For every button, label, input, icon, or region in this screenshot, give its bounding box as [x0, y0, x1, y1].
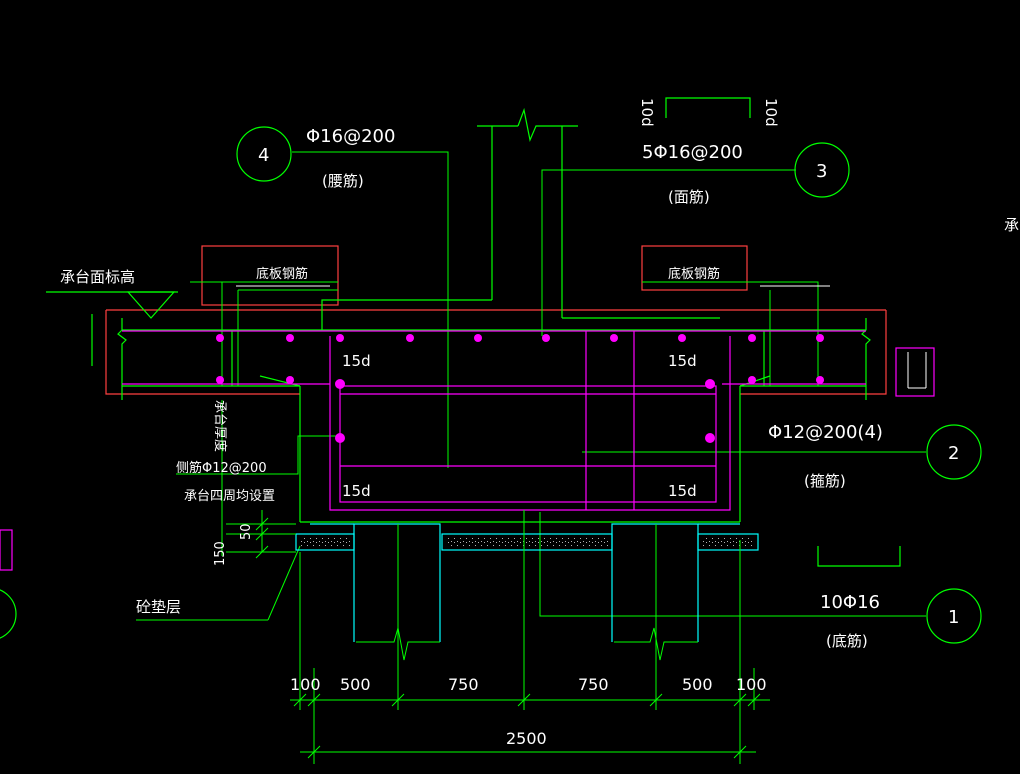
hook-10d-right: 10d: [762, 98, 780, 127]
callout-3-circle: [794, 142, 850, 198]
rebar-dot: [705, 379, 715, 389]
rebar-dot: [216, 334, 224, 342]
rebar-dot: [678, 334, 686, 342]
rebar-dot: [336, 334, 344, 342]
rebar-dot: [816, 334, 824, 342]
callout-4-number: 4: [258, 145, 269, 166]
rebar-dot: [335, 379, 345, 389]
callout-2-circle: [926, 424, 982, 480]
edge-partial-label: 承: [1004, 216, 1019, 234]
rebar-dot: [216, 376, 224, 384]
rebar-dot: [406, 334, 414, 342]
callout-4-desc: (腰筋): [322, 172, 364, 190]
rebar-dot: [748, 334, 756, 342]
callout-1-circle: [926, 588, 982, 644]
callout-2: 2 Φ12@200(4) (箍筋): [768, 422, 982, 490]
drawing-labels: 底板钢筋 底板钢筋 承台面标高 承台厚度 侧筋Φ12@200 承台四周均设置 砼…: [60, 98, 1019, 616]
dim-500-right: 500: [682, 675, 713, 694]
rebar-dot: [816, 376, 824, 384]
callout-1: 1 10Φ16 (底筋): [820, 588, 982, 650]
callout-1-desc: (底筋): [826, 632, 868, 650]
callout-3-desc: (面筋): [668, 188, 710, 206]
callout-4-spec: Φ16@200: [306, 126, 395, 147]
dim-100-left: 100: [290, 675, 321, 694]
dimension-lines: [221, 400, 770, 764]
dim-750-right: 750: [578, 675, 609, 694]
rebar-dot: [705, 433, 715, 443]
slab-rebar-label-right: 底板钢筋: [668, 266, 720, 282]
rebar-dot: [542, 334, 550, 342]
anchor-15d-top-left: 15d: [342, 352, 371, 370]
callout-2-number: 2: [948, 443, 959, 464]
callout-1-spec: 10Φ16: [820, 592, 880, 613]
dim-offset: 50: [239, 523, 254, 540]
cap-outline-red: [105, 245, 887, 395]
anchor-15d-top-right: 15d: [668, 352, 697, 370]
callout-2-spec: Φ12@200(4): [768, 422, 883, 443]
callout-3: 3 5Φ16@200 (面筋): [642, 142, 850, 206]
pile-break-marks: [356, 524, 698, 710]
anchor-15d-bottom-left: 15d: [342, 482, 371, 500]
cap-top-elevation-label: 承台面标高: [60, 268, 135, 286]
hook-marks-white: [236, 285, 927, 389]
callout-leaders: [136, 151, 926, 621]
rebar-dots: [216, 334, 824, 443]
callout-3-number: 3: [816, 161, 827, 182]
anchor-15d-bottom-right: 15d: [668, 482, 697, 500]
dim-100-right: 100: [736, 675, 767, 694]
slab-rebar-label-left: 底板钢筋: [256, 266, 308, 282]
side-bar-label: 侧筋Φ12@200: [176, 460, 267, 476]
dim-500-left: 500: [340, 675, 371, 694]
reinforcement-magenta: [0, 330, 935, 571]
rebar-dot: [610, 334, 618, 342]
dim-total: 2500: [506, 729, 547, 748]
hook-10d-left: 10d: [638, 98, 656, 127]
rebar-dot: [335, 433, 345, 443]
cap-thickness-label: 承台厚度: [212, 400, 228, 452]
rebar-dot: [286, 376, 294, 384]
pad-speckle: [300, 538, 754, 546]
dim-pad-thickness: 150: [213, 541, 228, 566]
callout-1-number: 1: [948, 607, 959, 628]
pad-label: 砼垫层: [136, 598, 181, 616]
dim-750-left: 750: [448, 675, 479, 694]
callout-4: 4 Φ16@200 (腰筋): [236, 126, 395, 190]
callout-4-circle: [236, 126, 292, 182]
partial-callout-circle: [0, 589, 17, 639]
rebar-dot: [748, 376, 756, 384]
side-bar-note: 承台四周均设置: [184, 489, 275, 504]
rebar-dot: [286, 334, 294, 342]
pad-and-piles-cyan: [295, 523, 759, 642]
callout-2-desc: (箍筋): [804, 472, 846, 490]
dimension-text: 100 500 750 750 500 100 2500 150 50: [213, 523, 767, 748]
cap-concrete-outline-green: [46, 97, 901, 567]
rebar-dot: [474, 334, 482, 342]
callout-3-spec: 5Φ16@200: [642, 142, 743, 163]
